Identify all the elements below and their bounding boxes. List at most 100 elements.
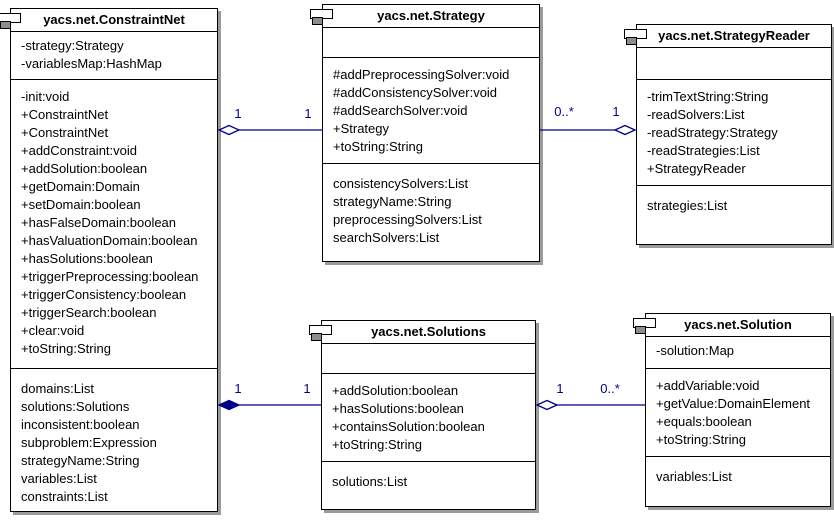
methods-compartment: -init:void +ConstraintNet +ConstraintNet +a…	[11, 79, 217, 368]
member-line: +Strategy	[333, 121, 390, 136]
class-title: yacs.net.Solution	[684, 317, 792, 332]
member-line: +addConstraint:void	[21, 143, 137, 158]
association-solutions-solution[interactable]	[535, 398, 645, 412]
member-line: -readStrategies:List	[647, 143, 760, 158]
multiplicity-label: 1	[234, 106, 242, 121]
member-line: +equals:boolean	[656, 414, 752, 429]
member-line: +ConstraintNet	[21, 125, 109, 140]
member-line: +hasSolutions:boolean	[21, 251, 153, 266]
member-line: +containsSolution:boolean	[332, 419, 485, 434]
multiplicity-label: 1	[556, 381, 564, 396]
member-line: variables:List	[21, 471, 97, 486]
multiplicity-label: 1	[303, 381, 311, 396]
association-constraintnet-strategy[interactable]	[217, 123, 322, 137]
class-icon-tab	[635, 326, 646, 334]
member-line: +hasFalseDomain:boolean	[21, 215, 177, 230]
class-icon-tab	[311, 333, 322, 341]
class-icon-tab	[312, 17, 323, 25]
class-icon	[309, 325, 335, 345]
member-line: solutions:List	[332, 474, 408, 489]
member-line: +hasSolutions:boolean	[332, 401, 464, 416]
member-line: subproblem:Expression	[21, 435, 157, 450]
member-line: domains:List	[21, 381, 94, 396]
member-line: #addConsistencySolver:void	[333, 85, 498, 100]
class-icon	[624, 29, 650, 49]
class-title: yacs.net.Solutions	[371, 324, 486, 339]
member-line: -variablesMap:HashMap	[21, 56, 162, 71]
association-strategy-strategyreader[interactable]	[540, 123, 637, 137]
methods-compartment: +addSolution:boolean +hasSolutions:boolea…	[322, 373, 535, 461]
member-line: +triggerSearch:boolean	[21, 305, 157, 320]
multiplicity-label: 1	[612, 104, 620, 119]
class-title: yacs.net.Strategy	[377, 8, 485, 23]
methods-compartment: #addPreprocessingSolver:void #addConsiste…	[323, 57, 539, 163]
class-box-strategyreader[interactable]: yacs.net.StrategyReader -trimTextString:…	[624, 24, 832, 245]
member-line: variables:List	[656, 469, 732, 484]
class-icon	[0, 13, 24, 33]
multiplicity-label: 0..*	[554, 104, 574, 119]
class-box-solution[interactable]: yacs.net.Solution -solution:Map +addVari…	[633, 313, 831, 507]
member-line: +StrategyReader	[647, 161, 746, 176]
member-line: -trimTextString:String	[647, 89, 769, 104]
member-line: +getDomain:Domain	[21, 179, 140, 194]
class-title: yacs.net.StrategyReader	[658, 28, 810, 43]
member-line: +triggerConsistency:boolean	[21, 287, 187, 302]
properties-compartment: variables:List	[646, 456, 830, 506]
multiplicity-label: 1	[304, 106, 312, 121]
member-line: +toString:String	[332, 437, 422, 452]
member-line: inconsistent:boolean	[21, 417, 140, 432]
member-line: +clear:void	[21, 323, 85, 338]
member-line: +toString:String	[656, 432, 746, 447]
member-line: searchSolvers:List	[333, 230, 440, 245]
attributes-compartment: -solution:Map	[646, 336, 830, 368]
member-line: strategies:List	[647, 198, 728, 213]
member-line: -init:void	[21, 89, 70, 104]
member-line: +toString:String	[333, 139, 423, 154]
class-box-constraintnet[interactable]: yacs.net.ConstraintNet -strategy:Strateg…	[0, 8, 218, 512]
methods-compartment: +addVariable:void +getValue:DomainElement…	[646, 368, 830, 456]
properties-compartment: consistencySolvers:List strategyName:Stri…	[323, 163, 539, 261]
member-line: -strategy:Strategy	[21, 38, 124, 53]
member-line: constraints:List	[21, 489, 108, 504]
member-line: +addSolution:boolean	[21, 161, 148, 176]
class-icon-tab	[626, 37, 637, 45]
attributes-compartment	[322, 343, 535, 373]
member-line: +setDomain:boolean	[21, 197, 141, 212]
member-line: +addVariable:void	[656, 378, 760, 393]
member-line: +triggerPreprocessing:boolean	[21, 269, 199, 284]
class-box-strategy[interactable]: yacs.net.Strategy #addPreprocessingSolve…	[310, 4, 540, 262]
class-icon	[633, 318, 659, 338]
member-line: +getValue:DomainElement	[656, 396, 811, 411]
member-line: strategyName:String	[21, 453, 140, 468]
aggregation-diamond	[535, 399, 559, 411]
member-line: -solution:Map	[656, 343, 735, 358]
attributes-compartment: -strategy:Strategy -variablesMap:HashMap	[11, 31, 217, 79]
association-constraintnet-solutions[interactable]	[217, 398, 321, 412]
class-icon-tab	[0, 21, 11, 29]
member-line: +ConstraintNet	[21, 107, 109, 122]
member-line: #addPreprocessingSolver:void	[333, 67, 510, 82]
member-line: +toString:String	[21, 341, 111, 356]
member-line: +addSolution:boolean	[332, 383, 459, 398]
member-line: #addSearchSolver:void	[333, 103, 468, 118]
member-line: -readSolvers:List	[647, 107, 745, 122]
composition-diamond	[217, 399, 241, 411]
aggregation-diamond	[613, 124, 637, 136]
member-line: strategyName:String	[333, 194, 452, 209]
multiplicity-label: 0..*	[600, 381, 620, 396]
class-box-solutions[interactable]: yacs.net.Solutions +addSolution:boolean+…	[309, 320, 536, 510]
methods-compartment: -trimTextString:String -readSolvers:List -…	[637, 79, 831, 185]
attributes-compartment	[323, 27, 539, 57]
member-line: consistencySolvers:List	[333, 176, 469, 191]
class-title: yacs.net.ConstraintNet	[43, 12, 185, 27]
class-icon	[310, 9, 336, 29]
member-line: preprocessingSolvers:List	[333, 212, 482, 227]
aggregation-diamond	[217, 124, 241, 136]
member-line: -readStrategy:Strategy	[647, 125, 778, 140]
multiplicity-label: 1	[234, 381, 242, 396]
member-line: solutions:Solutions	[21, 399, 130, 414]
attributes-compartment	[637, 47, 831, 79]
properties-compartment: solutions:List	[322, 461, 535, 509]
properties-compartment: domains:List solutions:Solutions inconsist…	[11, 368, 217, 511]
